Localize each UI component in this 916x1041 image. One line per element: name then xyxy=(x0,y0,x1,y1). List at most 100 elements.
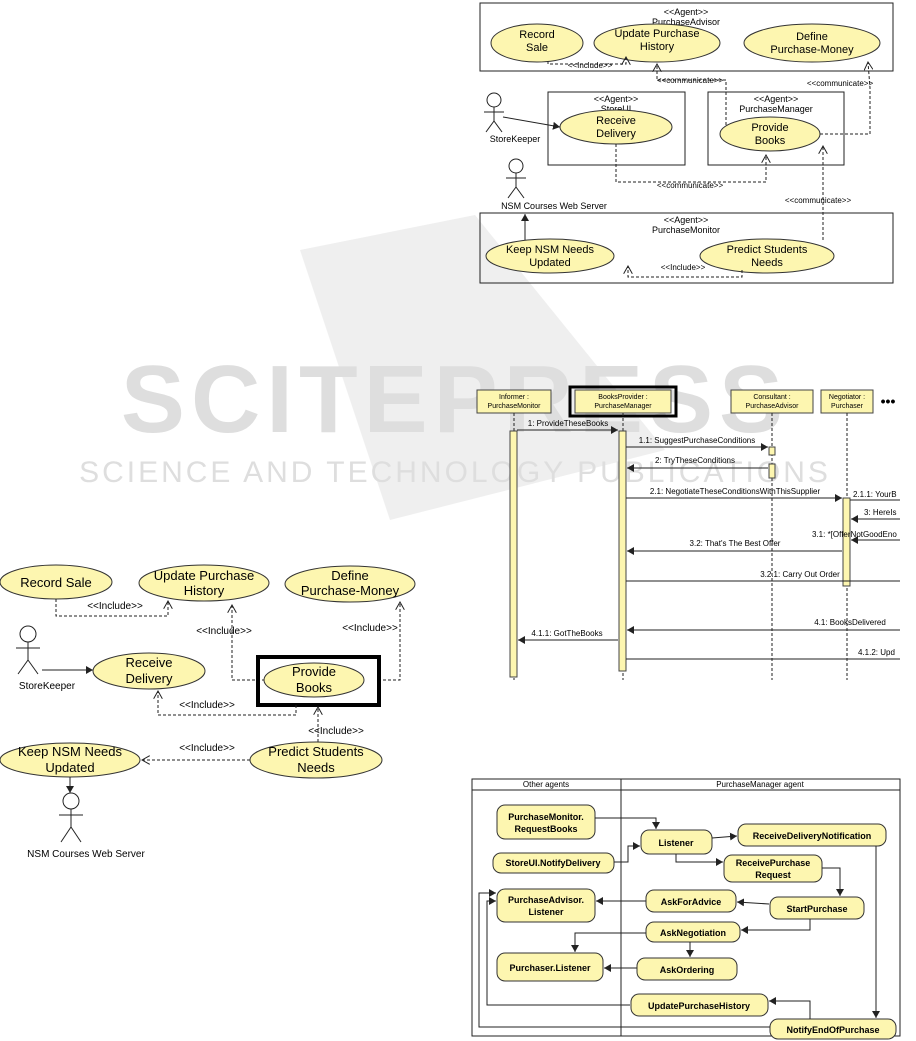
svg-text:<<Agent>>: <<Agent>> xyxy=(754,94,799,104)
svg-text:<<Include>>: <<Include>> xyxy=(568,61,613,70)
svg-text:2: TryTheseConditions: 2: TryTheseConditions xyxy=(655,456,735,465)
svg-text:PurchaseManager: PurchaseManager xyxy=(594,403,652,410)
svg-text:Consultant :: Consultant : xyxy=(753,394,790,401)
svg-text:PurchaseAdvisor: PurchaseAdvisor xyxy=(746,403,800,410)
svg-text:<<Include>>: <<Include>> xyxy=(87,601,143,612)
svg-text:Update Purchase: Update Purchase xyxy=(615,28,700,40)
node-ask-negotiation xyxy=(645,921,741,943)
svg-text:3: HereIs: 3: HereIs xyxy=(864,508,896,517)
svg-text:Updated: Updated xyxy=(45,760,94,775)
svg-text:<<Agent>>: <<Agent>> xyxy=(664,215,709,225)
svg-text:Predict Students: Predict Students xyxy=(727,244,808,256)
uc-define-purchase-money xyxy=(743,23,881,63)
svg-text:1: ProvideTheseBooks: 1: ProvideTheseBooks xyxy=(528,419,609,428)
svg-text:StoreKeeper: StoreKeeper xyxy=(490,134,541,144)
svg-text:Delivery: Delivery xyxy=(596,128,636,140)
activity-diagram: Other agents PurchaseManager agent Purch… xyxy=(471,778,901,1040)
svg-text:UpdatePurchaseHistory: UpdatePurchaseHistory xyxy=(648,1001,750,1011)
svg-text:<<Include>>: <<Include>> xyxy=(179,743,235,754)
svg-text:Needs: Needs xyxy=(751,257,783,269)
svg-text:<<Include>>: <<Include>> xyxy=(196,626,252,637)
svg-text:Receive: Receive xyxy=(126,655,173,670)
svg-text:<<communicate>>: <<communicate>> xyxy=(785,196,852,205)
uc-define-money-left xyxy=(284,565,416,603)
svg-text:BooksProvider :: BooksProvider : xyxy=(598,394,647,401)
svg-text:1.1: SuggestPurchaseConditions: 1.1: SuggestPurchaseConditions xyxy=(639,436,756,445)
svg-text:3.2.1: Carry Out Order: 3.2.1: Carry Out Order xyxy=(760,570,840,579)
svg-text:AskOrdering: AskOrdering xyxy=(660,965,715,975)
svg-text:PurchaseManager: PurchaseManager xyxy=(739,104,813,114)
uc-receive-delivery-left xyxy=(92,652,206,690)
node-notify-end-of-purchase xyxy=(769,1018,897,1040)
activity-frame xyxy=(471,778,901,1037)
svg-text:Keep NSM Needs: Keep NSM Needs xyxy=(506,244,595,256)
svg-text:Define: Define xyxy=(796,31,828,43)
svg-text:StartPurchase: StartPurchase xyxy=(786,904,847,914)
uc-update-purchase-history xyxy=(593,23,721,63)
svg-text:PurchaseMonitor: PurchaseMonitor xyxy=(488,403,542,410)
svg-text:<<Include>>: <<Include>> xyxy=(308,726,364,737)
node-purchaser-listener xyxy=(496,952,604,982)
svg-text:Books: Books xyxy=(296,680,333,695)
svg-text:Purchaser.Listener: Purchaser.Listener xyxy=(509,963,591,973)
svg-text:PurchaseMonitor.: PurchaseMonitor. xyxy=(508,812,584,822)
node-advisor-listener xyxy=(496,888,596,923)
provide-highlight-box xyxy=(256,655,381,707)
web-server-actor: NSM Courses Web Server xyxy=(501,158,607,211)
svg-text:RequestBooks: RequestBooks xyxy=(514,824,577,834)
svg-text:StoreUI: StoreUI xyxy=(601,104,632,114)
uc-predict-students-needs xyxy=(699,238,835,274)
svg-text:Books: Books xyxy=(755,135,786,147)
svg-text:Negotiator :: Negotiator : xyxy=(829,394,865,401)
watermark-title: SCITEPRESS xyxy=(121,346,789,453)
svg-text:Record: Record xyxy=(519,29,554,41)
uc-keep-nsm-needs xyxy=(485,238,615,274)
advisor-package xyxy=(479,2,894,72)
svg-text:Record Sale: Record Sale xyxy=(20,575,92,590)
svg-text:Purchaser: Purchaser xyxy=(831,403,864,410)
svg-text:Informer :: Informer : xyxy=(499,394,529,401)
svg-text:<<Include>>: <<Include>> xyxy=(179,700,235,711)
svg-text:Purchase-Money: Purchase-Money xyxy=(301,583,400,598)
svg-text:NSM Courses Web Server: NSM Courses Web Server xyxy=(27,849,145,860)
svg-text:ReceiveDeliveryNotification: ReceiveDeliveryNotification xyxy=(753,831,872,841)
svg-text:Purchase-Money: Purchase-Money xyxy=(770,44,854,56)
node-storeui-notifydelivery xyxy=(492,852,615,874)
storekeeper-actor: StoreKeeper xyxy=(484,92,541,144)
svg-text:Update Purchase: Update Purchase xyxy=(154,568,254,583)
sequence-diagram: Informer : PurchaseMonitor BooksProvider… xyxy=(476,385,900,680)
svg-text:Delivery: Delivery xyxy=(126,671,173,686)
uc-update-history-left xyxy=(138,564,270,602)
svg-text:3.1: *[OfferNotGoodEno: 3.1: *[OfferNotGoodEno xyxy=(812,530,897,539)
svg-text:PurchaseMonitor: PurchaseMonitor xyxy=(652,225,720,235)
svg-text:Request: Request xyxy=(755,870,791,880)
svg-text:•••: ••• xyxy=(881,393,896,409)
svg-text:StoreKeeper: StoreKeeper xyxy=(19,681,76,692)
uc-record-sale xyxy=(490,23,584,63)
node-update-purchase-history xyxy=(630,993,769,1017)
storekeeper-actor-left: StoreKeeper xyxy=(16,625,76,692)
svg-text:Receive: Receive xyxy=(596,115,636,127)
svg-text:<<Include>>: <<Include>> xyxy=(342,623,398,634)
advisor-name: PurchaseAdvisor xyxy=(652,17,720,27)
svg-text:Keep NSM Needs: Keep NSM Needs xyxy=(18,744,123,759)
svg-text:4.1.2: Upd: 4.1.2: Upd xyxy=(858,648,895,657)
svg-text:3.2: That's The Best Offer: 3.2: That's The Best Offer xyxy=(690,539,781,548)
svg-text:NSM Courses Web Server: NSM Courses Web Server xyxy=(501,201,607,211)
web-server-actor-left: NSM Courses Web Server xyxy=(27,792,145,860)
svg-text:AskForAdvice: AskForAdvice xyxy=(661,897,722,907)
watermark: SCITEPRESS SCIENCE AND TECHNOLOGY PUBLIC… xyxy=(79,215,831,520)
manager-package xyxy=(707,91,845,166)
svg-text:AskNegotiation: AskNegotiation xyxy=(660,928,726,938)
svg-text:Predict Students: Predict Students xyxy=(268,744,364,759)
watermark-subtitle: SCIENCE AND TECHNOLOGY PUBLICATIONS xyxy=(79,456,831,489)
svg-text:ReceivePurchase: ReceivePurchase xyxy=(736,858,811,868)
svg-text:2.1: NegotiateTheseConditionsW: 2.1: NegotiateTheseConditionsWithThisSup… xyxy=(650,487,821,496)
svg-text:Define: Define xyxy=(331,568,369,583)
svg-text:Listener: Listener xyxy=(658,838,694,848)
svg-text:StoreUI.NotifyDelivery: StoreUI.NotifyDelivery xyxy=(505,858,600,868)
monitor-package xyxy=(479,212,894,284)
svg-text:History: History xyxy=(184,583,225,598)
svg-text:Needs: Needs xyxy=(297,760,335,775)
